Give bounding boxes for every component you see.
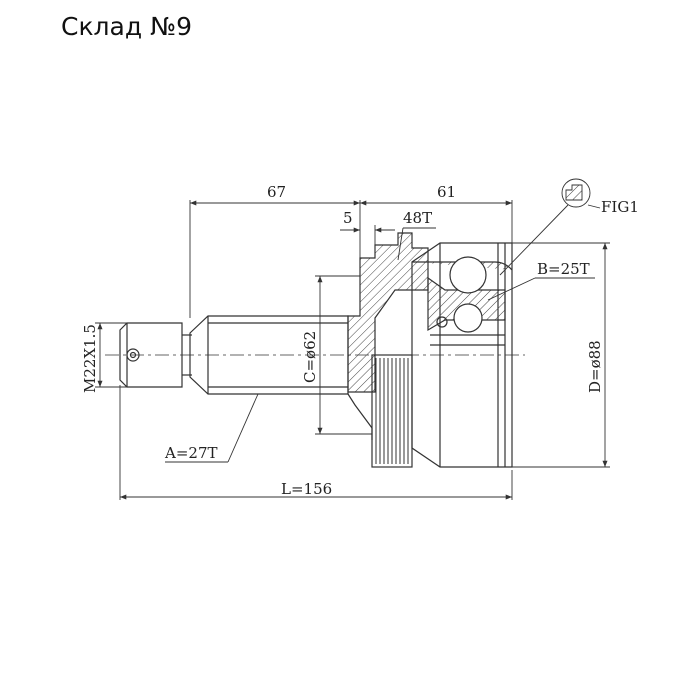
dim-48t: 48T [403,209,432,227]
dim-total-length: L=156 [281,480,332,498]
dim-fig1: FIG1 [601,198,639,216]
dim-b-spline: B=25T [537,260,590,278]
abs-ring-teeth [375,358,409,464]
flange-outline [347,393,373,440]
dim-d-diameter: D=ø88 [586,340,604,393]
page-title: Склад №9 [61,12,192,41]
dim-61: 61 [437,183,456,201]
dim-a-spline: A=27T [164,444,218,462]
dim-thread: M22X1.5 [81,324,99,393]
inner-race [427,256,506,346]
dim-67: 67 [267,183,286,201]
dim-5: 5 [343,209,353,227]
dim-c-diameter: C=ø62 [301,331,319,383]
